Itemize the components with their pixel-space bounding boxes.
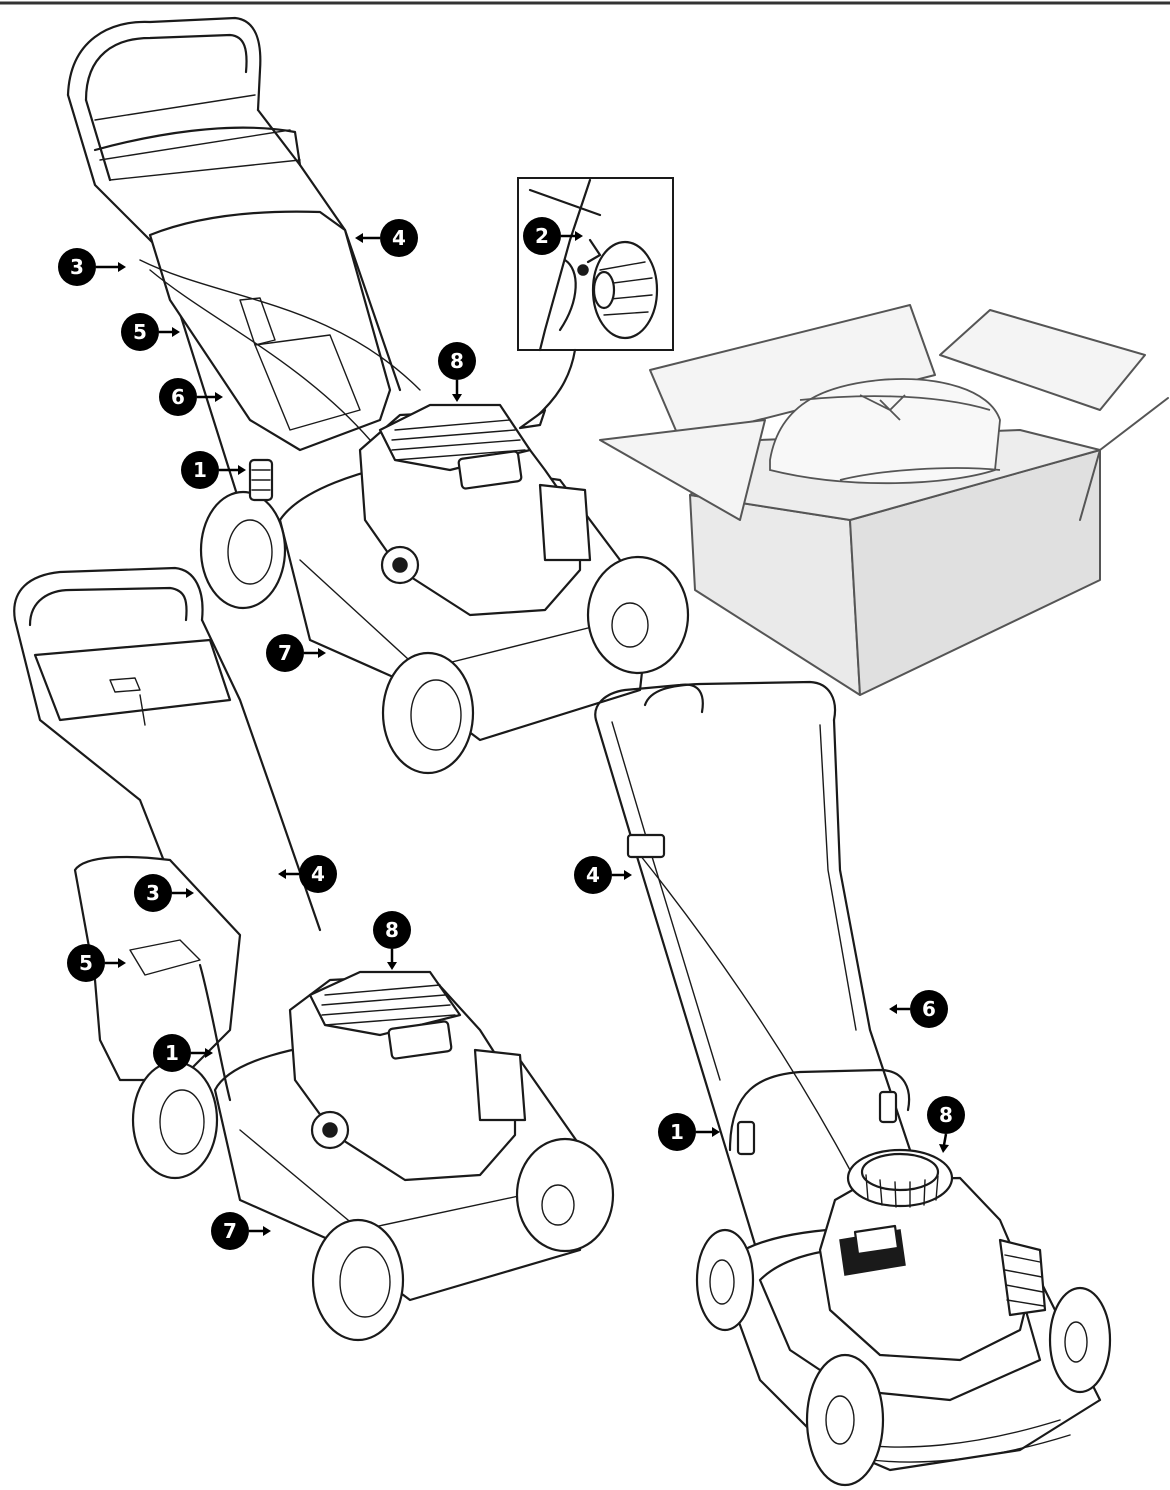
mower-c-illustration <box>594 680 1112 1487</box>
callout-mower-a-8-label: 8 <box>450 349 464 373</box>
callout-mower-b-5: 5 <box>67 944 126 982</box>
callout-mower-b-4: 4 <box>278 855 337 893</box>
callout-mower-b-5-label: 5 <box>79 951 93 975</box>
callout-mower-c-4-label: 4 <box>586 863 600 887</box>
mower-c-callouts: 4 6 8 1 <box>574 856 965 1153</box>
callout-mower-b-7-label: 7 <box>223 1219 237 1243</box>
inset-callouts: 2 <box>523 217 583 255</box>
callout-mower-a-8: 8 <box>438 342 476 402</box>
callout-mower-c-4: 4 <box>574 856 632 894</box>
callout-mower-a-4-label: 4 <box>392 226 406 250</box>
callout-mower-a-6-label: 6 <box>171 385 185 409</box>
callout-mower-b-8: 8 <box>373 911 411 970</box>
callout-mower-a-3: 3 <box>58 248 126 286</box>
callout-mower-b-3: 3 <box>134 874 194 912</box>
callout-mower-b-7: 7 <box>211 1212 271 1250</box>
callout-mower-b-8-label: 8 <box>385 918 399 942</box>
mower-b-illustration <box>13 566 615 1342</box>
callout-mower-a-5: 5 <box>121 313 180 351</box>
mower-b-callouts: 4 3 8 5 1 7 <box>67 855 411 1250</box>
callout-mower-a-1: 1 <box>181 451 246 489</box>
callout-mower-c-1: 1 <box>658 1113 720 1151</box>
callout-mower-a-1-label: 1 <box>193 458 207 482</box>
callout-mower-c-6: 6 <box>889 990 948 1028</box>
callout-mower-a-3-label: 3 <box>70 255 84 279</box>
callout-mower-a-4: 4 <box>355 219 418 257</box>
callout-inset-2-label: 2 <box>535 224 549 248</box>
callout-mower-b-4-label: 4 <box>311 862 325 886</box>
shipping-box-illustration <box>599 304 1169 696</box>
callout-mower-c-1-label: 1 <box>670 1120 684 1144</box>
callout-mower-a-5-label: 5 <box>133 320 147 344</box>
mower-a-illustration <box>66 16 690 775</box>
mower-a-callouts: 3 4 5 6 1 8 7 <box>58 219 476 672</box>
callout-mower-a-7-label: 7 <box>278 641 292 665</box>
callout-mower-a-6: 6 <box>159 378 223 416</box>
callout-mower-b-1-label: 1 <box>165 1041 179 1065</box>
callout-mower-b-3-label: 3 <box>146 881 160 905</box>
callout-inset-2: 2 <box>523 217 583 255</box>
callout-mower-b-1: 1 <box>153 1034 213 1072</box>
callout-mower-c-6-label: 6 <box>922 997 936 1021</box>
wheel-detail-inset <box>517 177 674 430</box>
callout-mower-c-8-label: 8 <box>939 1103 953 1127</box>
inset-pointer-arrow <box>533 348 577 420</box>
callout-mower-a-7: 7 <box>266 634 326 672</box>
callout-mower-c-8: 8 <box>927 1096 965 1153</box>
